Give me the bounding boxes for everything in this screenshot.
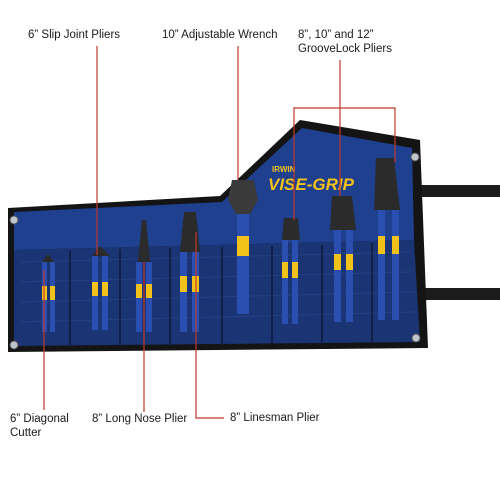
brand-irwin: IRWIN (272, 165, 296, 174)
groovelock-plier-8 (282, 218, 300, 324)
roll-straps (405, 185, 500, 300)
groovelock-plier-10 (330, 196, 356, 322)
label-adjustable-wrench: 10” Adjustable Wrench (162, 29, 278, 41)
pouch-upper-panel (14, 128, 414, 250)
label-groovelock-line2: GrooveLock Pliers (298, 43, 392, 55)
label-diagonal-line1: 6” Diagonal (10, 413, 69, 425)
pocket-dividers (69, 243, 373, 346)
label-diagonal-line2: Cutter (10, 427, 42, 439)
groovelock-plier-12 (374, 158, 400, 320)
long-nose-plier (136, 220, 152, 332)
grommets (9, 152, 421, 350)
label-groovelock-line1: 8”, 10” and 12” (298, 29, 374, 41)
adjustable-wrench (228, 180, 258, 314)
callout-lines (43, 46, 396, 419)
label-linesman-plier: 8” Linesman Plier (230, 412, 320, 424)
label-long-nose-plier: 8” Long Nose Plier (92, 413, 188, 425)
brand-visegrip: VISE-GRIP (268, 175, 355, 194)
label-slip-joint-pliers: 6” Slip Joint Pliers (28, 29, 121, 41)
